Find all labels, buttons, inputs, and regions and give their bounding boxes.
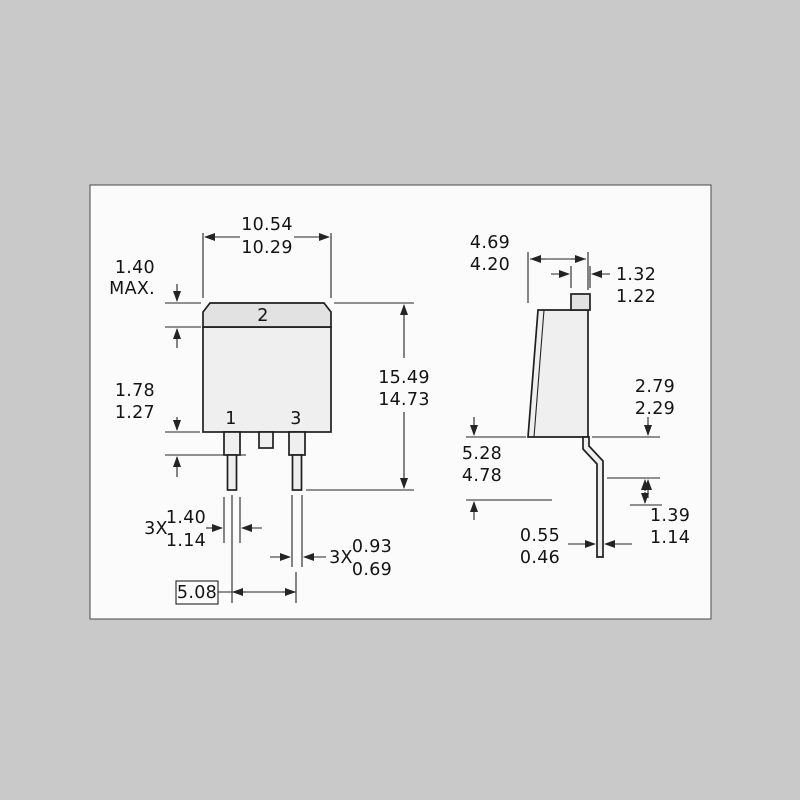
- dim-lead-shoulder-min: 1.27: [115, 403, 155, 423]
- dim-body-height: 5.28 4.78: [462, 417, 552, 520]
- dim-lead-pitch-value: 5.08: [177, 583, 217, 603]
- dim-body-depth-min: 4.20: [470, 255, 510, 275]
- side-view: 4.69 4.20 1.32 1.22 2.79 2.29 1.39: [462, 233, 690, 568]
- dim-tab-length: 1.32 1.22: [551, 265, 656, 307]
- dim-overall-height-min: 14.73: [378, 390, 430, 410]
- dim-foot-height-max: 1.39: [650, 506, 690, 526]
- dim-body-depth: 4.69 4.20: [470, 233, 589, 303]
- dim-lead-thickness: 0.55 0.46: [520, 526, 632, 568]
- dim-lead-tip-width: 3X 0.93 0.69: [270, 495, 392, 580]
- dim-lead-shoulder-max: 1.78: [115, 381, 155, 401]
- dim-lead-drop-min: 2.29: [635, 399, 675, 419]
- pin3-tip: [291, 454, 303, 491]
- dim-lead-thickness-max: 0.55: [520, 526, 560, 546]
- dim-body-depth-max: 4.69: [470, 233, 510, 253]
- dim-lead-drop: 2.79 2.29: [592, 377, 675, 498]
- formed-lead: [582, 436, 604, 558]
- dim-lead-tip-max: 0.93: [352, 537, 392, 557]
- dim-lead-drop-max: 2.79: [635, 377, 675, 397]
- dim-overall-width-max: 10.54: [241, 215, 293, 235]
- pin1-tip: [226, 454, 238, 491]
- package-body: [202, 326, 332, 433]
- dim-foot-height: 1.39 1.14: [630, 479, 690, 548]
- dim-lead-shoulder: 1.78 1.27: [115, 381, 246, 477]
- mounting-tab-side: [570, 293, 591, 311]
- dim-lead-width-count: 3X: [144, 519, 168, 539]
- dim-body-height-min: 4.78: [462, 466, 502, 486]
- dim-tab-length-max: 1.32: [616, 265, 656, 285]
- dim-overall-width-min: 10.29: [241, 238, 293, 258]
- basic-dimension-box: [175, 580, 219, 605]
- front-view: 2 1 3 10.54 10.29 1.40 MAX. 1.78: [109, 215, 430, 605]
- dim-lead-width-max: 1.40: [166, 508, 206, 528]
- mounting-tab: [202, 302, 332, 328]
- pin2-stub: [258, 431, 274, 449]
- dim-lead-tip-min: 0.69: [352, 560, 392, 580]
- dim-tab-thickness-qualifier: MAX.: [109, 279, 155, 299]
- pad-number-label: 2: [257, 306, 268, 326]
- body-draft-line: [533, 309, 545, 438]
- dim-lead-tip-count: 3X: [329, 548, 353, 568]
- pin1-number-label: 1: [225, 409, 236, 429]
- dim-tab-length-min: 1.22: [616, 287, 656, 307]
- dim-lead-pitch: 5.08: [175, 495, 297, 605]
- dim-lead-thickness-min: 0.46: [520, 548, 560, 568]
- dim-lead-width: 3X 1.40 1.14: [144, 497, 262, 551]
- package-body-side: [527, 309, 589, 438]
- dim-lead-width-min: 1.14: [166, 531, 206, 551]
- pin1-shoulder: [223, 431, 241, 456]
- dim-overall-height-max: 15.49: [378, 368, 430, 388]
- pin3-shoulder: [288, 431, 306, 456]
- dim-overall-height: 15.49 14.73: [306, 302, 430, 491]
- pin3-number-label: 3: [290, 409, 301, 429]
- dim-tab-thickness-value: 1.40: [115, 258, 155, 278]
- dim-tab-thickness: 1.40 MAX.: [109, 258, 201, 348]
- dim-foot-height-min: 1.14: [650, 528, 690, 548]
- dim-body-height-max: 5.28: [462, 444, 502, 464]
- dim-overall-width: 10.54 10.29: [202, 215, 332, 298]
